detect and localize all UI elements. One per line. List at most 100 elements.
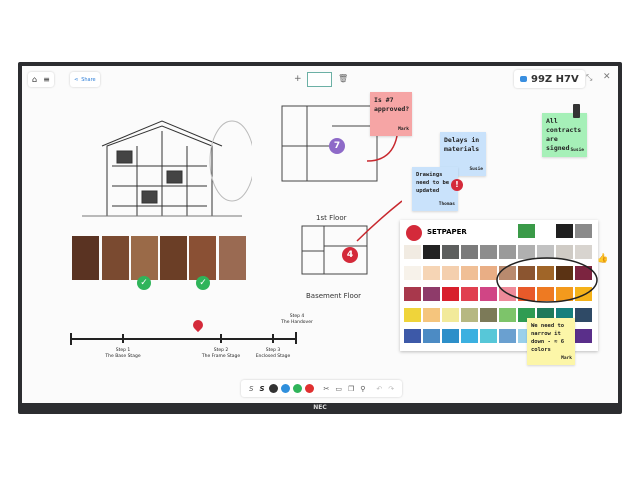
undo-icon[interactable]: ↶ [376, 384, 383, 393]
plan-marker-4[interactable]: 4 [342, 247, 358, 263]
color-swatch[interactable] [480, 329, 497, 343]
timeline-tick [122, 334, 124, 343]
color-swatch[interactable] [575, 266, 592, 280]
room-code-badge: 99Z H7V [514, 70, 585, 88]
brand-logo [406, 225, 422, 241]
color-swatch[interactable] [423, 266, 440, 280]
shapes-icon[interactable]: ⚲ [360, 384, 366, 393]
traffic-light-icon [573, 104, 580, 118]
color-swatch[interactable] [499, 245, 516, 259]
image-icon[interactable]: ▭ [335, 384, 342, 393]
color-swatch[interactable] [461, 287, 478, 301]
color-swatch[interactable] [518, 266, 535, 280]
color-swatch[interactable] [404, 287, 421, 301]
wood-swatch[interactable] [72, 236, 99, 280]
brand-name: SETPAPER [427, 228, 467, 236]
add-page-icon[interactable]: + [294, 74, 302, 84]
color-swatch[interactable] [404, 308, 421, 322]
pen-color-green[interactable] [293, 384, 302, 393]
page-thumbnail[interactable] [307, 72, 332, 87]
color-swatch[interactable] [442, 266, 459, 280]
color-swatch[interactable] [423, 287, 440, 301]
color-swatch[interactable] [575, 329, 592, 343]
pen-color-black[interactable] [269, 384, 278, 393]
marker-icon[interactable]: S [259, 384, 265, 393]
top-left-toolbar: ⌂ ≡ [28, 72, 54, 87]
color-swatch[interactable] [404, 266, 421, 280]
color-swatch[interactable] [442, 308, 459, 322]
thumbs-up-icon: 👍 [597, 254, 609, 264]
color-swatch[interactable] [461, 245, 478, 259]
share-icon: ⋖ [74, 76, 79, 83]
color-swatch[interactable] [575, 308, 592, 322]
color-swatch[interactable] [480, 245, 497, 259]
color-swatch[interactable] [537, 245, 554, 259]
color-swatch[interactable] [461, 329, 478, 343]
color-swatch[interactable] [556, 266, 573, 280]
building-sketch [82, 120, 252, 217]
floor-plans [281, 105, 402, 275]
pen-color-blue[interactable] [281, 384, 290, 393]
color-swatch[interactable] [556, 224, 573, 238]
check-icon: ✓ [196, 276, 210, 290]
color-swatch[interactable] [442, 245, 459, 259]
wood-swatch[interactable] [189, 236, 216, 280]
menu-icon[interactable]: ≡ [43, 75, 50, 84]
sticky-note[interactable]: Is #7 approved?Mark [370, 92, 412, 136]
color-swatch[interactable] [575, 245, 592, 259]
color-swatch[interactable] [499, 308, 516, 322]
color-swatch[interactable] [556, 287, 573, 301]
color-swatch[interactable] [518, 224, 535, 238]
home-icon[interactable]: ⌂ [32, 75, 38, 84]
share-button[interactable]: ⋖Share [70, 72, 100, 87]
pen-color-red[interactable] [305, 384, 314, 393]
wood-swatch[interactable] [131, 236, 158, 280]
color-swatch[interactable] [518, 245, 535, 259]
color-swatch[interactable] [499, 329, 516, 343]
color-swatch[interactable] [480, 266, 497, 280]
whiteboard-canvas[interactable]: ⌂ ≡ ⋖Share + 🗑 99Z H7V ⤡ ✕ ✓ ✓ S [22, 66, 618, 403]
pen-icon[interactable]: S [249, 384, 254, 393]
color-swatch[interactable] [575, 224, 592, 238]
trash-icon[interactable]: 🗑 [338, 74, 349, 83]
first-floor-label: 1st Floor [316, 214, 347, 222]
color-swatch[interactable] [556, 245, 573, 259]
color-swatch[interactable] [423, 245, 440, 259]
plan-marker-7[interactable]: 7 [329, 138, 345, 154]
wood-swatch[interactable] [160, 236, 187, 280]
timeline-end [295, 332, 297, 344]
check-icon: ✓ [137, 276, 151, 290]
timeline-tick [272, 334, 274, 343]
location-pin-icon[interactable] [190, 317, 206, 333]
copy-icon[interactable]: ❐ [348, 384, 355, 393]
color-swatch[interactable] [461, 266, 478, 280]
monitor-brand: NEC [313, 404, 327, 411]
color-swatch[interactable] [442, 329, 459, 343]
color-swatch[interactable] [442, 287, 459, 301]
color-swatch[interactable] [461, 308, 478, 322]
color-swatch[interactable] [404, 329, 421, 343]
color-swatch[interactable] [480, 308, 497, 322]
color-swatch[interactable] [404, 245, 421, 259]
minimize-icon[interactable]: ⤡ [586, 73, 593, 82]
color-swatch[interactable] [518, 287, 535, 301]
color-swatch[interactable] [423, 308, 440, 322]
timeline-line [70, 338, 296, 340]
redo-icon[interactable]: ↷ [388, 384, 395, 393]
color-swatch[interactable] [423, 329, 440, 343]
timeline-start [70, 333, 72, 345]
scissors-icon[interactable]: ✂ [323, 384, 330, 393]
close-icon[interactable]: ✕ [603, 72, 611, 82]
wood-swatch[interactable] [219, 236, 246, 280]
color-swatch[interactable] [480, 287, 497, 301]
color-swatch[interactable] [537, 266, 554, 280]
wood-swatch[interactable] [102, 236, 129, 280]
circle-annotation [496, 257, 598, 303]
color-swatch[interactable] [537, 287, 554, 301]
